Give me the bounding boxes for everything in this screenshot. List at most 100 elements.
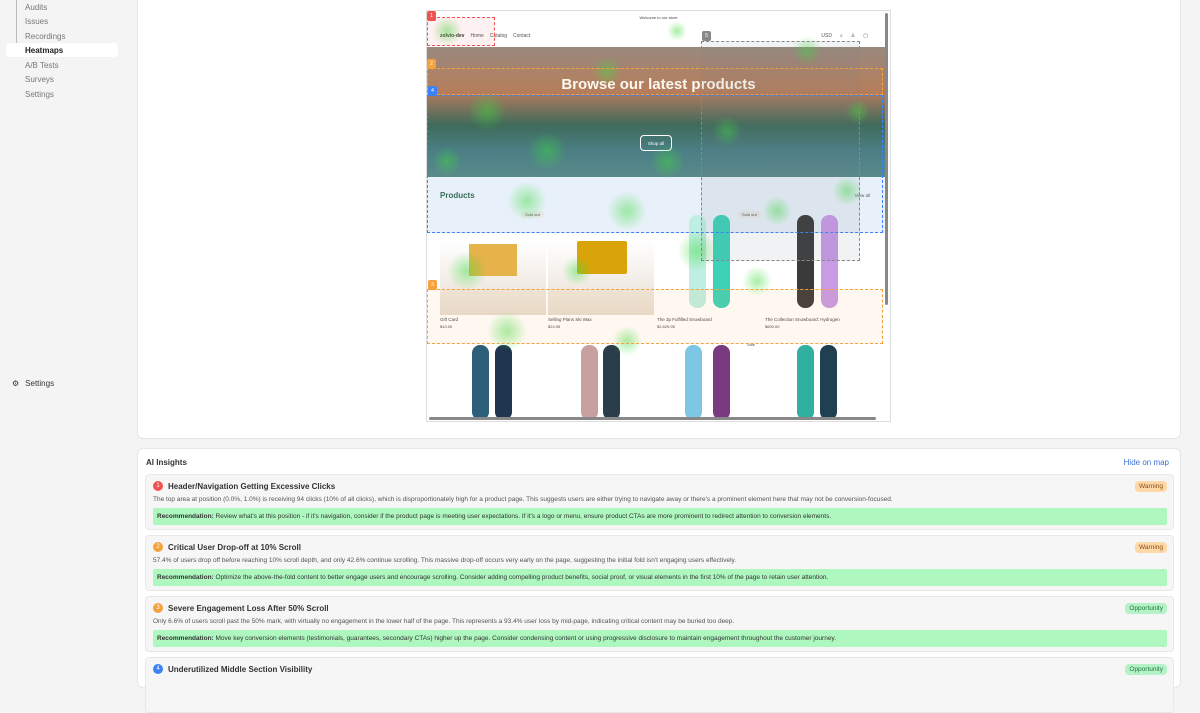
insight-card: 2 Critical User Drop-off at 10% Scroll W… (145, 535, 1174, 591)
store-nav-contact: Contact (513, 33, 531, 39)
insight-title: Header/Navigation Getting Excessive Clic… (168, 482, 336, 491)
store-name: zolvio-dev (440, 33, 464, 39)
insight-description: 57.4% of users drop off before reaching … (153, 557, 737, 564)
vertical-scrollbar[interactable] (885, 13, 888, 305)
heat-spot (507, 181, 547, 221)
insight-card: 4 Underutilized Middle Section Visibilit… (145, 657, 1174, 713)
zone-2[interactable] (427, 68, 883, 95)
heat-spot (527, 131, 567, 171)
sidebar-item-audits[interactable]: Audits (25, 3, 48, 12)
ski-wax-image (577, 241, 627, 274)
heat-spot (762, 196, 792, 226)
product-name: The 3p Fulfilled Snowboard (657, 317, 712, 322)
cart-icon: ▢ (863, 33, 868, 39)
zone-marker-1[interactable]: 1 (427, 11, 436, 21)
heat-spot (832, 176, 862, 206)
snowboard-image (821, 215, 838, 308)
product-image-gift-card (440, 241, 546, 315)
sold-out-badge: Sold out (738, 211, 761, 218)
sidebar-item-recordings[interactable]: Recordings (25, 32, 66, 41)
account-icon: ♙ (850, 33, 856, 39)
sidebar-item-issues[interactable]: Issues (25, 17, 49, 26)
sidebar-item-settings[interactable]: Settings (25, 90, 54, 99)
snowboard-image (495, 345, 512, 420)
snowboard-image (797, 215, 814, 308)
zone-1[interactable] (427, 17, 495, 46)
hide-on-map-link[interactable]: Hide on map (1123, 458, 1169, 467)
currency-selector: USD (821, 33, 832, 39)
recommendation-label: Recommendation: (157, 574, 214, 581)
severity-badge: Warning (1135, 542, 1167, 553)
heat-spot (562, 256, 592, 286)
search-icon: ⌕ (839, 33, 843, 39)
heat-spot (432, 146, 462, 176)
snowboard-image (685, 345, 702, 420)
gift-card-image (469, 244, 517, 276)
snowboard-image (603, 345, 620, 420)
store-header-actions: USD ⌕ ♙ ▢ (821, 33, 868, 39)
product-price: $10.00 (440, 324, 453, 329)
insight-number: 2 (153, 542, 163, 552)
recommendation-text: Review what's at this position - if it's… (215, 513, 832, 520)
heatmap-preview[interactable]: Welcome to our store zolvio-dev Home Cat… (426, 10, 891, 422)
products-title: Products (440, 191, 475, 200)
ai-insights-card: AI Insights Hide on map 1 Header/Navigat… (137, 448, 1181, 713)
gear-icon: ⚙ (12, 379, 20, 388)
recommendation-label: Recommendation: (157, 635, 214, 642)
severity-badge: Warning (1135, 481, 1167, 492)
insight-description: Only 6.6% of users scroll past the 50% m… (153, 618, 735, 625)
announcement-bar: Welcome to our store (639, 15, 678, 20)
insight-recommendation: Recommendation: Review what's at this po… (153, 508, 1167, 525)
insight-recommendation: Recommendation: Optimize the above-the-f… (153, 569, 1167, 586)
sidebar-item-heatmaps[interactable]: Heatmaps (25, 46, 64, 55)
snowboard-image (797, 345, 814, 420)
product-name: Gift Card (440, 317, 459, 322)
product-name: The Collection Snowboard: Hydrogen (765, 317, 840, 322)
insight-title: Severe Engagement Loss After 50% Scroll (168, 604, 329, 613)
heat-spot (677, 231, 717, 271)
insight-card: 1 Header/Navigation Getting Excessive Cl… (145, 474, 1174, 530)
insight-title: Underutilized Middle Section Visibility (168, 665, 313, 674)
sidebar-item-ab-tests[interactable]: A/B Tests (25, 61, 59, 70)
recommendation-text: Optimize the above-the-fold content to b… (215, 574, 829, 581)
sold-out-badge: Sold out (521, 211, 544, 218)
heat-spot (592, 56, 622, 86)
zone-marker-2[interactable]: 2 (427, 59, 436, 69)
insight-number: 4 (153, 664, 163, 674)
zone-5[interactable] (701, 41, 860, 261)
zone-marker-4[interactable]: 4 (428, 86, 437, 96)
settings-button[interactable]: ⚙ Settings (12, 379, 54, 388)
product-price: $2,629.95 (657, 324, 675, 329)
nav-tree-line (16, 0, 17, 50)
product-image-ski-wax (548, 241, 654, 315)
horizontal-scrollbar[interactable] (429, 417, 876, 420)
snowboard-image (713, 215, 730, 308)
heat-spot (447, 251, 487, 291)
insight-recommendation: Recommendation: Move key conversion elem… (153, 630, 1167, 647)
heat-spot (467, 91, 507, 131)
store-nav-home: Home (470, 33, 484, 39)
view-all-link: View all (854, 193, 870, 198)
insight-number: 3 (153, 603, 163, 613)
sidebar: Audits Issues Recordings Heatmaps A/B Te… (0, 0, 125, 672)
heat-spot (742, 266, 772, 296)
recommendation-label: Recommendation: (157, 513, 214, 520)
shop-all-button: Shop all (640, 135, 672, 151)
zone-4[interactable] (427, 95, 883, 233)
insight-number: 1 (153, 481, 163, 491)
zone-marker-5[interactable]: 5 (702, 31, 711, 41)
severity-badge: Opportunity (1125, 603, 1167, 614)
snowboard-image (820, 345, 837, 420)
product-price: $600.00 (765, 324, 780, 329)
heat-spot (844, 98, 870, 124)
heat-spot (667, 21, 687, 41)
zone-3[interactable] (427, 289, 883, 344)
severity-badge: Opportunity (1125, 664, 1167, 675)
heat-spot (712, 116, 742, 146)
insight-description: The top area at position (0.0%, 1.0%) is… (153, 496, 893, 503)
zone-marker-3[interactable]: 3 (428, 280, 437, 290)
heat-spot (432, 16, 462, 46)
heat-spot (607, 191, 647, 231)
ai-insights-title: AI Insights (146, 458, 187, 467)
sidebar-item-surveys[interactable]: Surveys (25, 75, 54, 84)
